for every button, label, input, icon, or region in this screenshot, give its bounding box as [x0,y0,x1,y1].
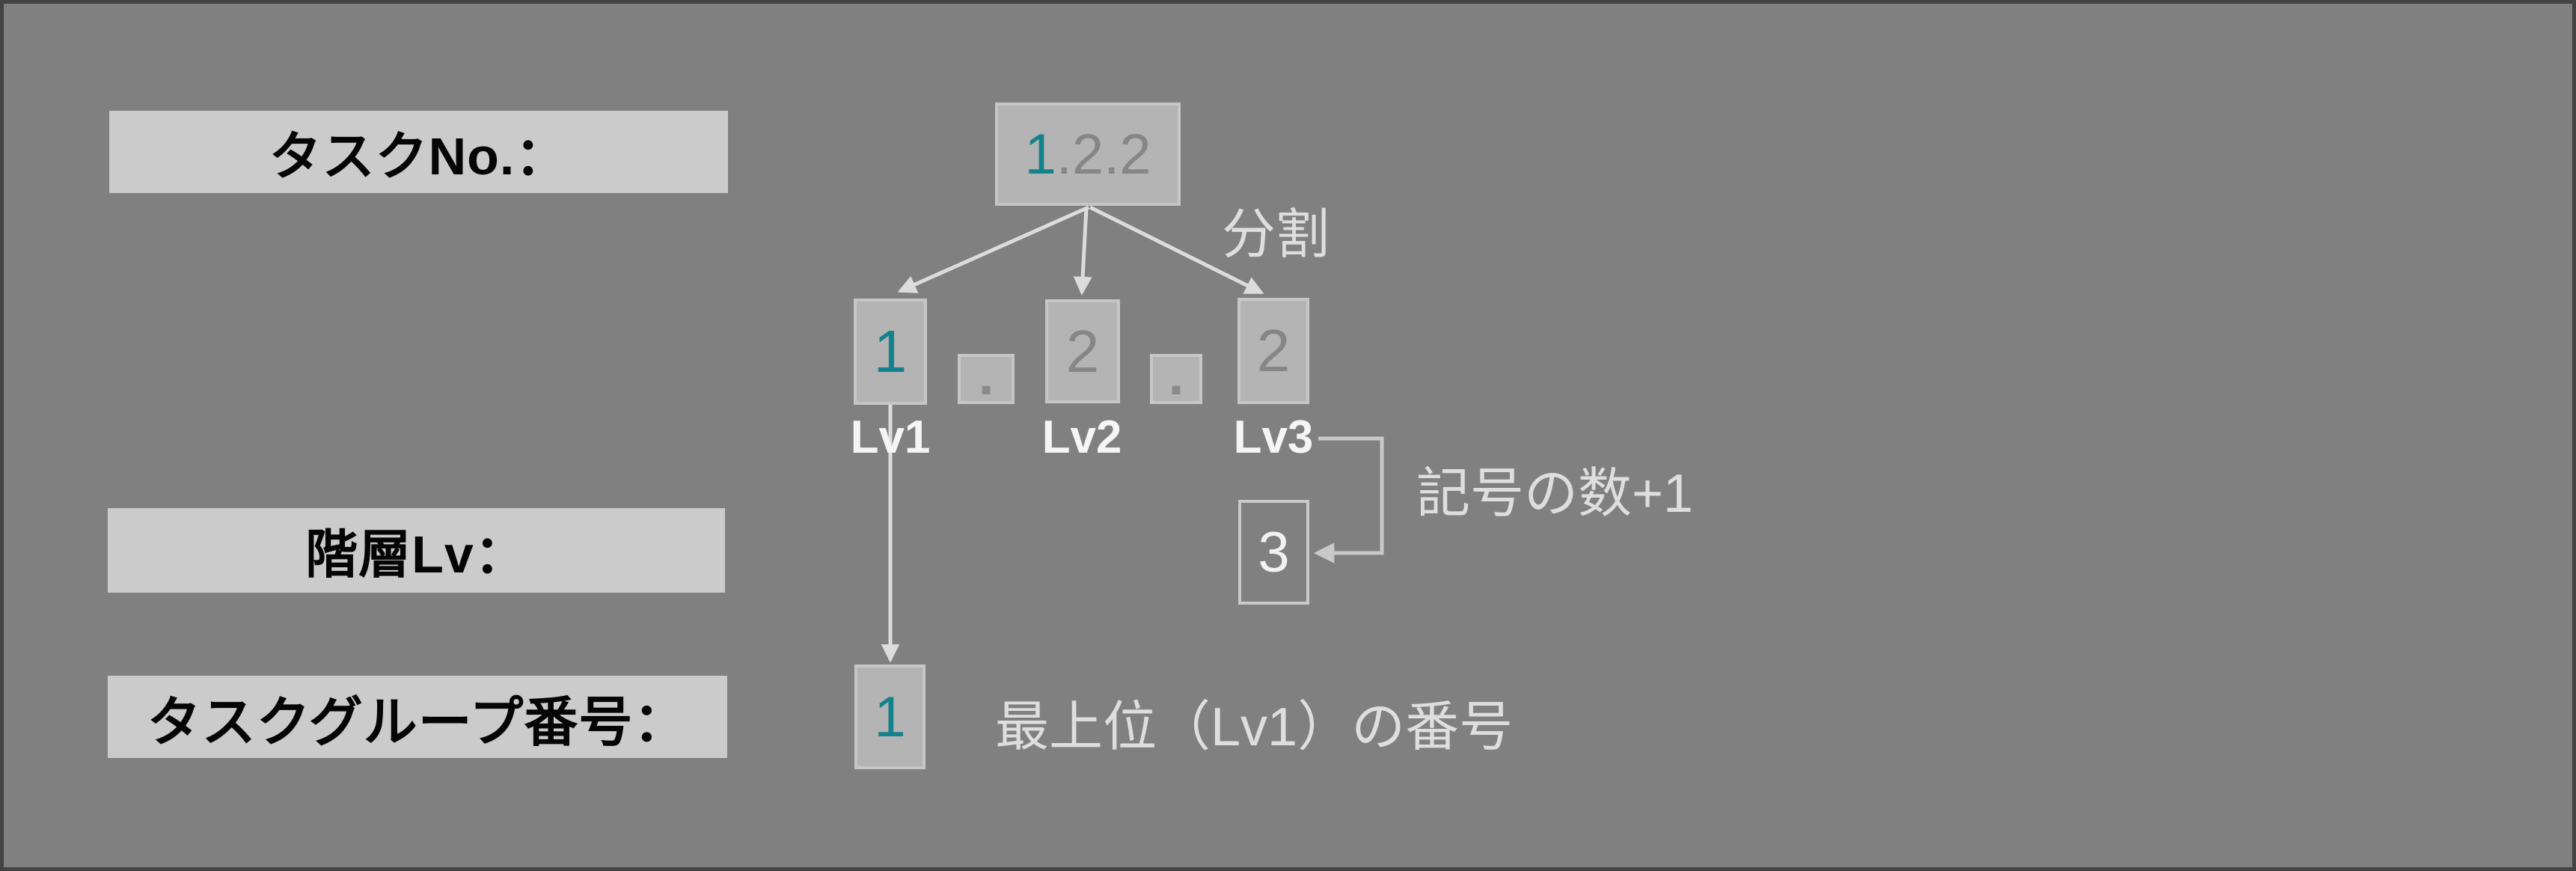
lv3-caption: Lv3 [1233,412,1314,463]
lv1-digit-box: 1 [854,299,927,405]
hierarchy-lv-label: 階層Lv： [108,508,725,593]
separator-dot-box-2: . [1150,347,1202,404]
lv3-digit-box: 2 [1237,298,1309,404]
lv2-digit-box: 2 [1045,299,1120,403]
hierarchy-level-box: 3 [1238,500,1309,605]
task-no-label: タスクNo.： [109,111,728,193]
task-group-number-label: タスクグループ番号： [108,676,727,758]
top-level-annotation: 最上位（Lv1）の番号 [995,697,1514,757]
task-no-rest-digits: .2.2 [1056,122,1151,186]
split-arrow-left [897,205,1090,293]
symbol-count-annotation: 記号の数+1 [1416,464,1694,524]
split-arrow-center [1073,207,1092,296]
separator-dot: . [978,343,994,407]
task-group-number-box: 1 [854,664,926,769]
task-no-accent-digit: 1 [1024,122,1056,186]
lv1-caption: Lv1 [850,412,931,463]
separator-dot: . [1168,343,1184,407]
lv2-caption: Lv2 [1041,412,1122,463]
split-annotation: 分割 [1222,205,1330,265]
separator-dot-box-1: . [958,347,1015,404]
task-no-box: 1.2.2 [995,103,1181,206]
